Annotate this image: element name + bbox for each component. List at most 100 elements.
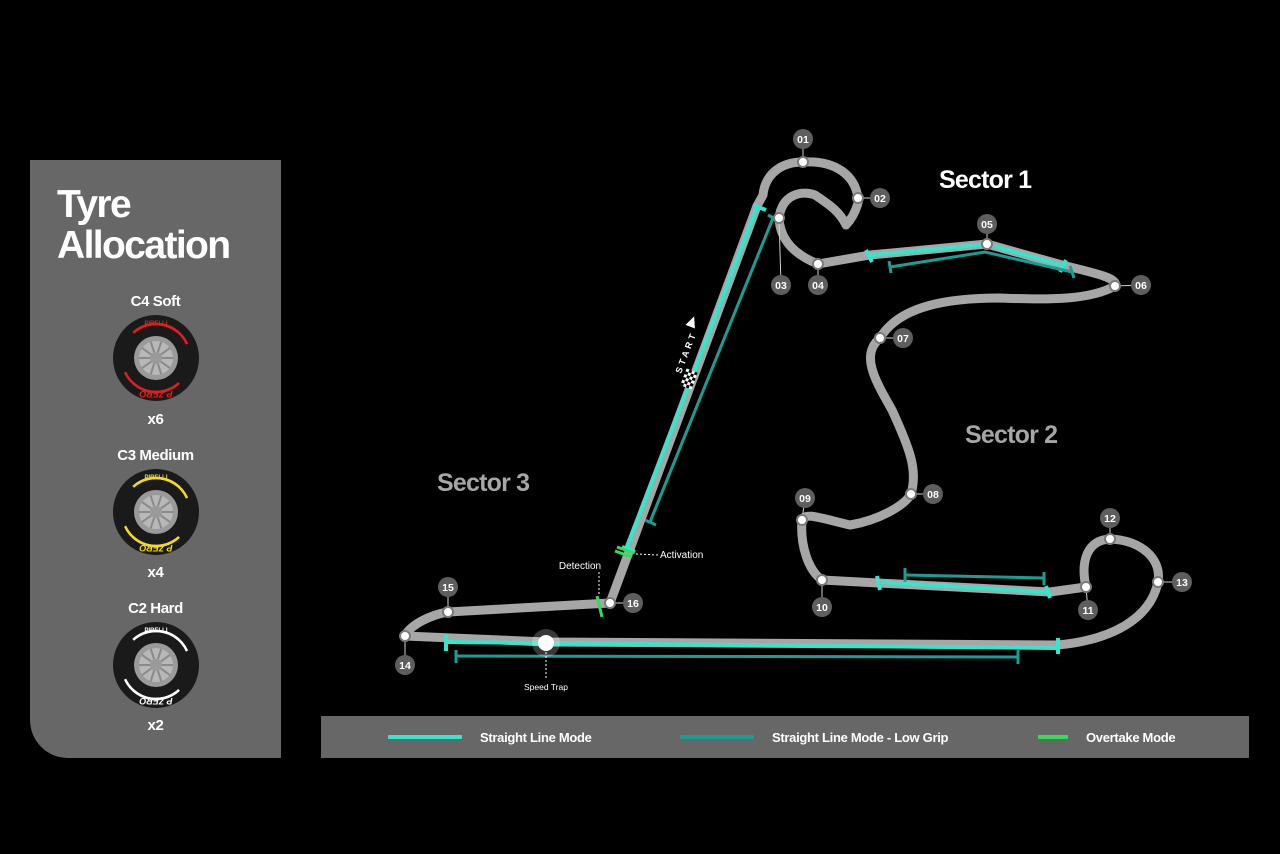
corner-badge-07 — [893, 328, 913, 348]
legend-overtake-mode: Overtake Mode — [1038, 716, 1176, 758]
corner-dot-08 — [905, 488, 917, 500]
corner-06: 06 — [1109, 275, 1151, 295]
tyre-c4-soft-icon: PIRELLI P ZERO — [113, 315, 199, 401]
corner-markers: 01 02 03 04 05 06 07 08 09 10 11 12 13 14 15 16 — [395, 129, 1192, 675]
corner-number-04: 04 — [812, 280, 824, 292]
corner-badge-12 — [1100, 508, 1120, 528]
corner-badge-10 — [812, 597, 832, 617]
tyre-allocation-title: Tyre Allocation — [57, 183, 231, 267]
corner-dot-11 — [1080, 581, 1092, 593]
corner-dot-15 — [442, 606, 454, 618]
corner-badge-05 — [977, 214, 997, 234]
corner-dot-12 — [1104, 533, 1116, 545]
corner-number-12: 12 — [1104, 513, 1116, 525]
svg-text:P ZERO: P ZERO — [139, 389, 172, 399]
svg-text:PIRELLI: PIRELLI — [144, 628, 167, 634]
corner-number-06: 06 — [1135, 280, 1147, 292]
speed-trap-label: Speed Trap — [524, 682, 568, 692]
corner-number-05: 05 — [981, 219, 993, 231]
legend-swatch-straight-line-mode — [388, 735, 462, 739]
corner-dot-03 — [773, 212, 785, 224]
corner-dot-04 — [812, 258, 824, 270]
corner-badge-08 — [923, 484, 943, 504]
legend-straight-line-mode: Straight Line Mode — [388, 716, 592, 758]
corner-dot-05 — [981, 238, 993, 250]
corner-number-14: 14 — [399, 660, 411, 672]
corner-badge-15 — [438, 577, 458, 597]
corner-dot-09 — [796, 514, 808, 526]
corner-03: 03 — [771, 212, 791, 295]
corner-08: 08 — [905, 484, 943, 504]
corner-dot-01 — [797, 156, 809, 168]
legend-swatch-low-grip — [680, 735, 754, 739]
corner-badge-11 — [1078, 600, 1098, 620]
corner-badge-02 — [870, 188, 890, 208]
corner-13: 13 — [1152, 572, 1192, 592]
corner-badge-09 — [795, 488, 815, 508]
corner-badge-01 — [793, 129, 813, 149]
corner-05: 05 — [977, 214, 997, 250]
legend-label-overtake-mode: Overtake Mode — [1086, 729, 1176, 745]
tyre-c2-hard-quantity: x2 — [147, 717, 164, 734]
corner-02: 02 — [852, 188, 890, 208]
svg-text:PIRELLI: PIRELLI — [144, 321, 167, 327]
corner-number-13: 13 — [1176, 577, 1188, 589]
svg-text:P ZERO: P ZERO — [139, 543, 172, 553]
corner-number-02: 02 — [874, 193, 886, 205]
corner-number-09: 09 — [799, 493, 811, 505]
tyre-allocation-panel: Tyre Allocation C4 Soft PIRELLI P ZERO x6… — [30, 160, 281, 758]
corner-01: 01 — [793, 129, 813, 168]
corner-14: 14 — [395, 630, 415, 675]
corner-badge-13 — [1172, 572, 1192, 592]
activation-label: Activation — [660, 550, 703, 561]
corner-badge-16 — [623, 593, 643, 613]
tyre-c4-soft-quantity: x6 — [147, 411, 164, 428]
corner-10: 10 — [812, 574, 832, 617]
corner-number-10: 10 — [816, 602, 828, 614]
tyre-c3-medium-name: C3 Medium — [117, 447, 194, 464]
corner-badge-04 — [808, 275, 828, 295]
corner-badge-06 — [1131, 275, 1151, 295]
corner-dot-13 — [1152, 576, 1164, 588]
legend-straight-line-mode-low-grip: Straight Line Mode - Low Grip — [680, 716, 948, 758]
sector-2-label: Sector 2 — [965, 421, 1058, 449]
sector-3-label: Sector 3 — [437, 469, 530, 497]
speed-trap-marker — [538, 635, 554, 651]
tyre-c4-soft-name: C4 Soft — [130, 293, 181, 310]
corner-dot-14 — [399, 630, 411, 642]
start-arrow-icon — [685, 316, 695, 329]
corner-dot-06 — [1109, 280, 1121, 292]
corner-number-15: 15 — [442, 582, 454, 594]
corner-badge-03 — [771, 275, 791, 295]
corner-number-07: 07 — [897, 333, 909, 345]
corner-12: 12 — [1100, 508, 1120, 545]
tyre-c2-hard-icon: PIRELLI P ZERO — [113, 622, 199, 708]
corner-09: 09 — [795, 488, 815, 526]
corner-16: 16 — [604, 593, 643, 613]
legend-label-straight-line-mode: Straight Line Mode — [480, 729, 592, 745]
corner-number-03: 03 — [775, 280, 787, 292]
sector-1-label: Sector 1 — [939, 166, 1032, 194]
corner-dot-16 — [604, 597, 616, 609]
legend-label-low-grip: Straight Line Mode - Low Grip — [772, 729, 949, 745]
tyre-c2-hard-name: C2 Hard — [128, 600, 183, 617]
corner-number-11: 11 — [1082, 605, 1093, 617]
straight-line-mode-low-grip-segments — [454, 213, 1076, 664]
detection-label: Detection — [559, 561, 601, 572]
corner-11: 11 — [1078, 581, 1098, 620]
tyre-c3-medium-quantity: x4 — [147, 564, 164, 581]
corner-dot-02 — [852, 192, 864, 204]
corner-15: 15 — [438, 577, 458, 618]
overtake-mode-marks — [595, 545, 635, 618]
legend-swatch-overtake-mode — [1038, 735, 1068, 739]
corner-badge-14 — [395, 655, 415, 675]
start-line — [680, 368, 698, 390]
corner-dot-07 — [874, 332, 886, 344]
corner-number-16: 16 — [627, 598, 639, 610]
corner-07: 07 — [874, 328, 913, 348]
svg-text:P ZERO: P ZERO — [139, 696, 172, 706]
corner-number-01: 01 — [797, 134, 809, 146]
corner-dot-10 — [816, 574, 828, 586]
